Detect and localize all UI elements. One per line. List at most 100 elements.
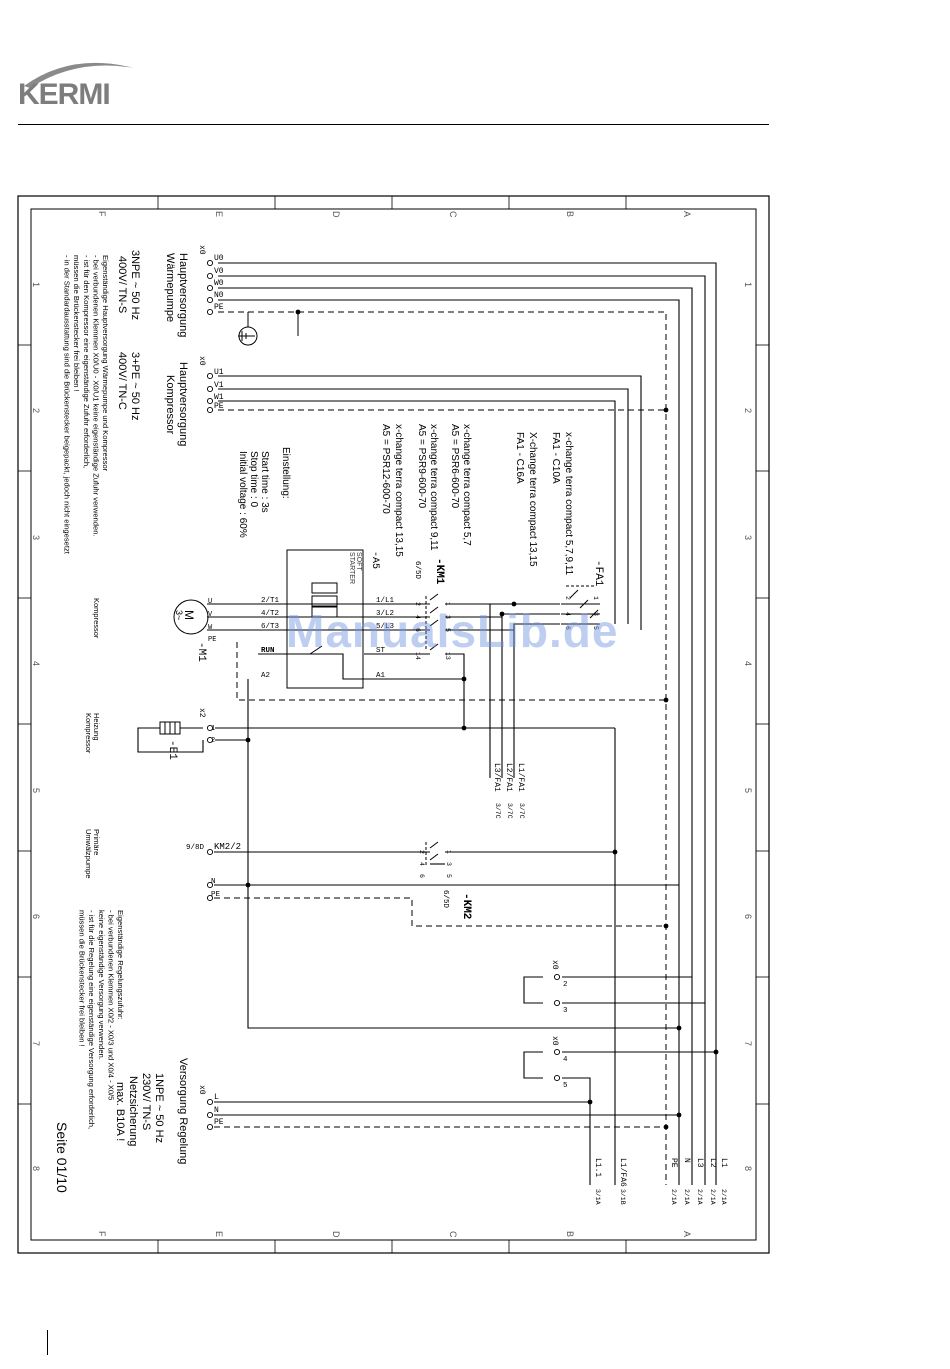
a5-label: -A5 <box>369 551 380 569</box>
fuse-table-fa1: X-change terra compact 13,15 <box>527 432 538 567</box>
contact-number: 1 <box>445 850 452 854</box>
frame-col-label: 5 <box>743 788 753 793</box>
cross-ref-name: L3/FA1 <box>492 763 501 792</box>
softstarter-terminal: 5/L3 <box>376 623 395 631</box>
terminal-pin-label: V1 <box>214 381 224 390</box>
contact-number: 13 <box>444 652 451 660</box>
terminal-point <box>206 385 214 393</box>
note-main-supply: - bei verbundenen Klemmen X0/U0 - X0/U1 … <box>91 255 100 537</box>
cross-ref-target: 3/7C <box>506 803 513 819</box>
motor-symbol-letter: M <box>182 610 196 620</box>
settings-line: Start time : 3s <box>259 451 270 513</box>
cross-ref-name: L1.1 <box>593 1158 602 1177</box>
cross-ref-name: L1 <box>719 1158 728 1168</box>
frame-row-label: F <box>97 211 107 217</box>
settings-title: Einstellung: <box>280 447 291 499</box>
km2-coil-label: KM2/2 <box>214 842 241 852</box>
supply-regelung-spec: 1NPE ~ 50 Hz <box>153 1073 165 1143</box>
terminal-point <box>206 894 214 902</box>
supply-waermepumpe-spec: 3NPE ~ 50 Hz <box>129 250 141 320</box>
frame-col-label: 2 <box>31 408 41 413</box>
cross-ref-target: 2/1A <box>709 1189 716 1205</box>
heater-terminal: x2 <box>197 708 206 718</box>
supply-waermepumpe-title: Hauptversorgung <box>177 253 189 337</box>
terminal-pin-label: PE <box>214 303 224 312</box>
cross-ref-target: 3/1B <box>619 1189 626 1205</box>
pump-label: Umwälzpumpe <box>84 829 93 879</box>
frame-row-label: D <box>331 211 341 218</box>
fuse-table-fa1: FA1 - C10A <box>550 432 561 484</box>
supply-kompressor-title: Hauptversorgung <box>177 362 189 446</box>
note-control-supply: müssen die Brückenstecker frei bleiben ! <box>78 910 87 1047</box>
terminal-point <box>206 296 214 304</box>
drawing-frame-outer <box>17 195 770 1254</box>
bridge-pin: 5 <box>563 1082 568 1090</box>
fuse-table-a5: A5 = PSR6-600-70 <box>449 424 460 509</box>
softstarter-terminal: A2 <box>261 672 270 680</box>
frame-col-label: 3 <box>743 535 753 540</box>
contact-number: 3 <box>444 615 451 619</box>
contact-number: 6 <box>414 628 421 632</box>
contact-number: 4 <box>414 615 421 619</box>
supply-waermepumpe-title: Wärmepumpe <box>164 253 176 322</box>
terminal-pin-label: W1 <box>214 393 224 402</box>
pump-pin: PE <box>211 891 221 899</box>
softstarter-terminal: RUN <box>261 647 275 655</box>
cross-ref-target: 3/1A <box>594 1189 601 1205</box>
fuse-table-a5: x-change terra compact 13,15 <box>393 424 404 557</box>
motor-symbol <box>173 599 209 635</box>
softstarter-terminal: 6/T3 <box>261 623 280 631</box>
earth-ground-symbol <box>238 312 299 346</box>
m1-label: -M1 <box>195 642 207 662</box>
contact-number: 2 <box>414 602 421 606</box>
frame-col-label: 8 <box>31 1166 41 1171</box>
note-control-supply: Eigenständige Regelungszufuhr: <box>116 910 125 1020</box>
settings-line: Stop time : 0 <box>248 451 259 508</box>
terminal-pin-label: PE <box>214 1118 224 1127</box>
watermark: ManualsLib.de <box>286 605 619 657</box>
terminal-point <box>206 272 214 280</box>
supply-kompressor-spec: 3+PE ~ 50 Hz <box>129 352 141 421</box>
contact-number: 6 <box>564 626 571 630</box>
frame-col-label: 2 <box>743 408 753 413</box>
km2-ref: 6/5D <box>441 890 449 909</box>
contact-number: 1 <box>592 596 599 600</box>
terminal-point <box>206 1098 214 1106</box>
page-header: KERMI <box>0 0 950 135</box>
softstarter-label: STARTER <box>348 552 355 584</box>
bridge-terminal: x0 <box>550 1036 559 1046</box>
frame-col-label: 7 <box>743 1041 753 1046</box>
supply-regelung-spec: 230V/ TN-S <box>140 1073 152 1130</box>
terminal-pin-label: U0 <box>214 254 224 263</box>
terminal-point <box>206 259 214 267</box>
frame-col-label: 8 <box>743 1166 753 1171</box>
supply-waermepumpe-spec: 400V/ TN-S <box>116 256 128 313</box>
cross-ref-name: L1/FA6 <box>618 1158 627 1187</box>
softstarter-terminal: 4/T2 <box>261 610 279 618</box>
terminal-point <box>206 848 214 856</box>
logo-swoosh <box>24 62 134 88</box>
contact-number: 4 <box>564 612 571 616</box>
page-number: Seite 01/10 <box>54 1122 70 1193</box>
contact-number: 4 <box>418 862 425 866</box>
frame-row-label: A <box>682 211 692 217</box>
contact-number: 3 <box>592 612 599 616</box>
note-control-supply: - ist für die Regelung eine eigenständig… <box>87 910 96 1129</box>
terminal-x0-label: x0 <box>197 1085 206 1095</box>
drawing-frame-inner <box>30 208 757 1241</box>
terminal-point <box>206 397 214 405</box>
cross-ref-target: 3/7C <box>518 803 525 819</box>
supply-kompressor-title: Kompressor <box>164 375 176 435</box>
terminal-point <box>206 724 214 732</box>
terminal-point <box>206 372 214 380</box>
cross-ref-target: 2/1A <box>670 1189 677 1205</box>
contact-number: 6 <box>418 874 425 878</box>
terminal-point <box>553 999 561 1007</box>
contact-number: 5 <box>445 874 452 878</box>
header-rule <box>18 124 769 125</box>
frame-col-label: 6 <box>31 914 41 919</box>
motor-phase: 3~ <box>174 610 184 620</box>
terminal-point <box>206 284 214 292</box>
contact-number: 3 <box>445 862 452 866</box>
